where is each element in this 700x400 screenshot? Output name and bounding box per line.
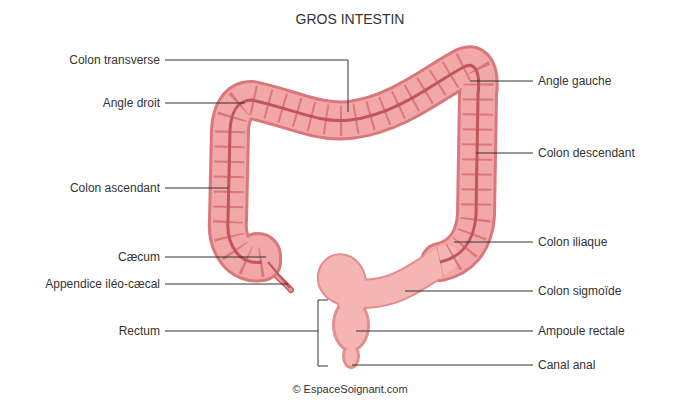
part-label: Colon sigmoïde: [538, 284, 621, 298]
anal-canal-fill: [345, 346, 357, 366]
rectum-bracket: [318, 300, 328, 366]
part-label: Ampoule rectale: [538, 324, 625, 338]
part-label: Colon transverse: [69, 53, 160, 67]
part-label: Colon ascendant: [70, 181, 160, 195]
part-label: Canal anal: [538, 358, 595, 372]
part-label: Angle droit: [103, 96, 160, 110]
leader-line: [476, 153, 533, 154]
leader-line: [352, 365, 533, 366]
part-label: Colon descendant: [538, 146, 635, 160]
caecum-fill: [237, 235, 279, 277]
copyright-caption: © EspaceSoignant.com: [292, 383, 407, 396]
leader-line: [165, 60, 348, 112]
leader-line: [165, 284, 288, 285]
diagram-title: GROS INTESTIN: [296, 11, 405, 27]
part-label: Rectum: [119, 324, 160, 338]
part-label: Colon iliaque: [538, 235, 607, 249]
part-label: Appendice iléo-cæcal: [45, 277, 160, 291]
leader-line: [165, 103, 245, 104]
leader-line: [165, 331, 318, 332]
leader-line: [165, 257, 266, 258]
leader-line: [470, 81, 533, 82]
rectum-fill: [335, 301, 367, 349]
haustra-folds: [228, 65, 479, 262]
part-label: Angle gauche: [538, 74, 611, 88]
colon-outline: [228, 65, 479, 262]
leader-line: [165, 188, 228, 189]
sigmoid-outline: [332, 258, 446, 302]
part-label: Cæcum: [118, 250, 160, 264]
taenia-band: [228, 65, 479, 262]
leader-lines: [165, 60, 533, 366]
leader-line: [405, 291, 533, 292]
sigmoid-fill: [332, 258, 446, 302]
leader-line: [454, 242, 533, 243]
colon-fill: [228, 65, 479, 262]
leader-line: [356, 331, 533, 332]
